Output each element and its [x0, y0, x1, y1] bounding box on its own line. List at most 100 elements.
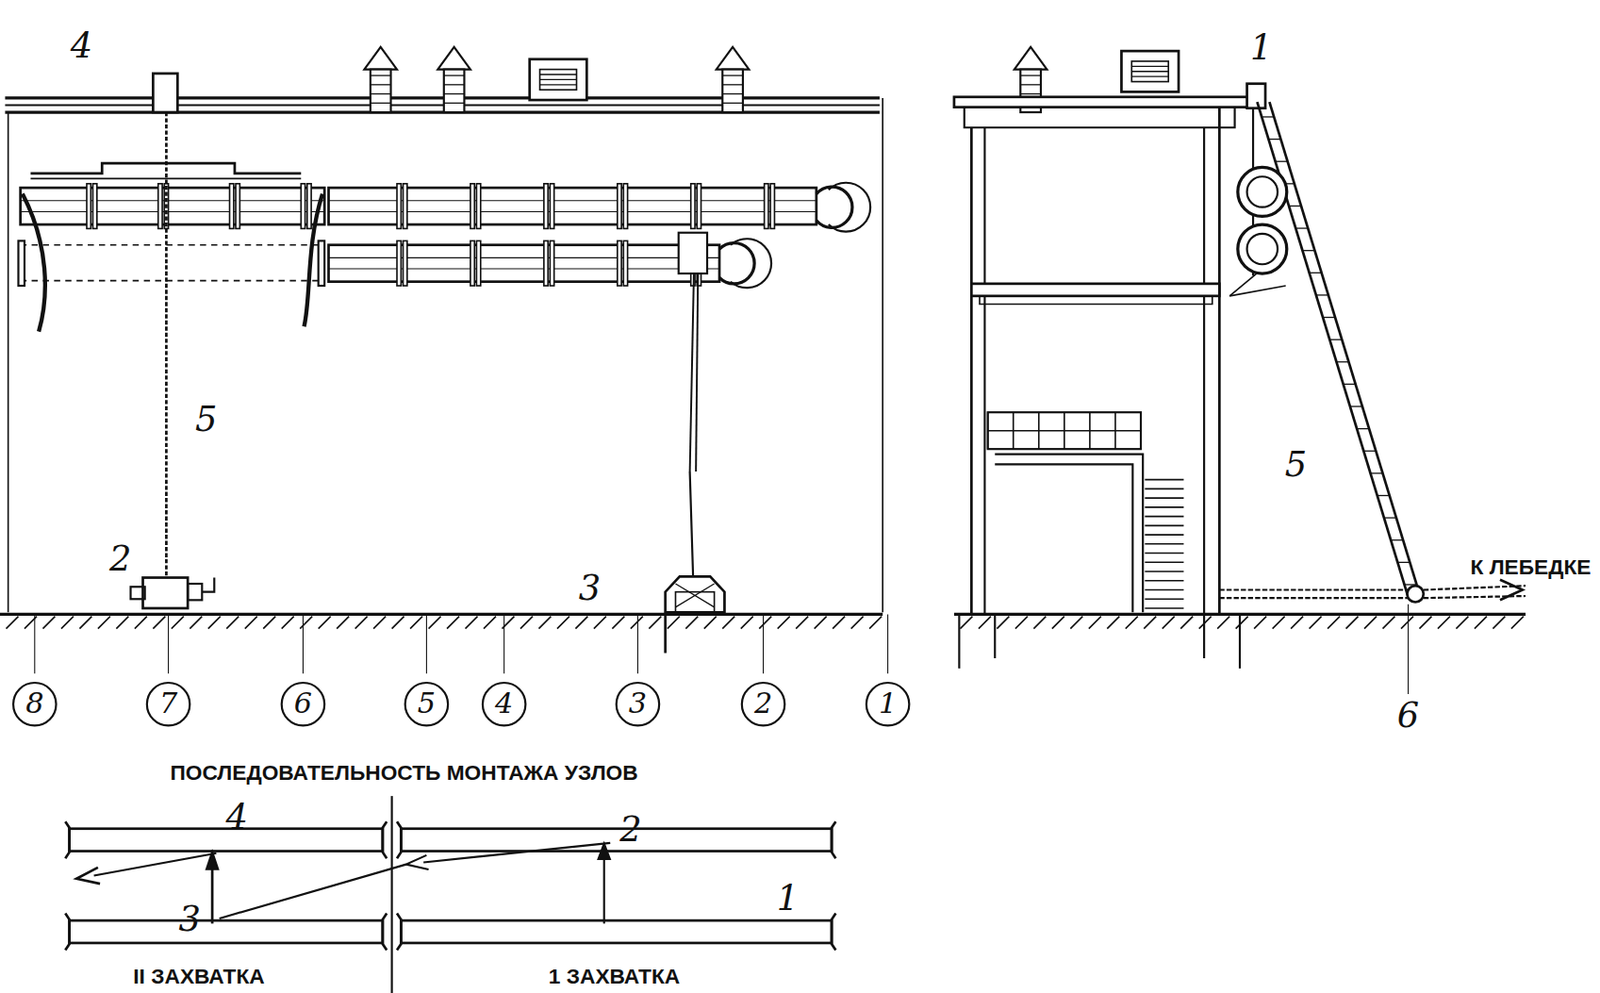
- ground-hatch: [557, 616, 570, 629]
- arrowhead: [76, 867, 100, 884]
- ground-hatch: [777, 616, 791, 629]
- zone-label: II ЗАХВАТКА: [132, 964, 264, 987]
- ground-hatch: [593, 616, 607, 629]
- ground-hatch: [1253, 616, 1267, 629]
- arrowhead: [597, 842, 611, 859]
- stair-step: [1144, 488, 1184, 491]
- sequence-flange: [396, 913, 401, 951]
- ladder-rung: [1350, 405, 1363, 407]
- sequence-number: 1: [776, 880, 799, 916]
- sequence-arrow: [423, 842, 611, 863]
- ladder-rung: [1322, 316, 1336, 318]
- stair-step: [1144, 560, 1184, 563]
- ladder-rung: [1377, 494, 1390, 496]
- ladder-rung: [1329, 339, 1342, 341]
- pipe-joint: [617, 183, 622, 230]
- floor-slab: [971, 283, 1220, 297]
- roof-beam: [964, 107, 1236, 129]
- ground-hatch: [1327, 616, 1340, 629]
- mast-head: [152, 73, 178, 113]
- roof-lantern: [1131, 70, 1169, 72]
- pipe: [20, 187, 326, 225]
- ground-hatch: [996, 616, 1009, 629]
- ground-hatch: [1364, 616, 1377, 629]
- axis-bubble: 7: [146, 681, 192, 727]
- ground-hatch: [1346, 616, 1359, 629]
- roof-lantern: [540, 73, 578, 75]
- ground-hatch: [1492, 616, 1505, 629]
- ground-hatch: [1106, 616, 1120, 629]
- axis-bubble: 6: [280, 681, 327, 727]
- ground-hatch: [758, 616, 772, 629]
- sequence-flange: [382, 821, 387, 858]
- sequence-number: 2: [619, 810, 642, 846]
- pipe: [329, 268, 721, 270]
- ladder-rung: [1390, 539, 1403, 541]
- pipe-joint: [470, 183, 475, 230]
- column: [1203, 127, 1205, 614]
- ladder-rung: [1261, 115, 1274, 117]
- callout-number: 5: [1285, 446, 1307, 482]
- ground-hatch: [1052, 616, 1065, 629]
- pipe-joint: [396, 183, 401, 230]
- ground-hatch: [299, 616, 313, 629]
- ground-hatch: [1418, 616, 1432, 629]
- axis-number: 2: [754, 690, 773, 719]
- axis-bubble: 2: [741, 681, 787, 727]
- ground-hatch: [814, 616, 827, 629]
- pipe-bend: [828, 182, 871, 232]
- pipe-joint: [691, 183, 695, 230]
- axis-bubble: 1: [865, 681, 911, 727]
- door-frame: [994, 454, 1143, 613]
- foundation: [1238, 613, 1241, 668]
- wall: [7, 112, 10, 612]
- callout-number: 2: [109, 541, 132, 577]
- ground-hatch: [1015, 616, 1028, 629]
- roof-ventilator: [370, 83, 392, 85]
- pipe-flange: [17, 240, 24, 286]
- brace: [1229, 285, 1287, 297]
- ground-hatch: [392, 616, 405, 629]
- ground-hatch: [5, 616, 18, 629]
- pipe-joint: [396, 240, 401, 286]
- ground-hatch: [1070, 616, 1083, 629]
- hoist-rope: [164, 112, 168, 597]
- axis-number: 4: [494, 690, 513, 719]
- ground-hatch: [263, 616, 276, 629]
- ground-hatch: [1125, 616, 1139, 629]
- pipe-joint: [770, 183, 775, 230]
- ground-hatch: [1088, 616, 1102, 629]
- roof-ventilator: [722, 102, 743, 104]
- ground-hatch: [869, 616, 882, 629]
- axis-line: [762, 613, 764, 674]
- ground-hatch: [355, 616, 368, 629]
- sequence-pipe: [400, 828, 832, 852]
- roof-ventilator: [370, 102, 392, 104]
- column: [983, 127, 986, 614]
- pipe: [329, 245, 721, 282]
- pipe-joint: [86, 183, 91, 230]
- axis-line: [167, 613, 169, 674]
- ground-hatch: [959, 616, 973, 629]
- ladder-rung: [1336, 361, 1349, 363]
- roof-ventilator: [1020, 93, 1041, 95]
- ground-hatch: [1383, 616, 1396, 629]
- pipe: [20, 280, 326, 282]
- ladder-rung: [1370, 472, 1384, 474]
- sequence-arrow: [94, 853, 217, 876]
- roof-ventilator: [444, 74, 465, 76]
- floor-beam: [979, 296, 1213, 305]
- ground-hatch: [722, 616, 735, 629]
- axis-line: [887, 613, 889, 674]
- ground-hatch: [611, 616, 625, 629]
- roof-ventilator: [444, 69, 465, 113]
- pipe-joint: [403, 240, 408, 286]
- winch-handle: [201, 577, 215, 593]
- ground-hatch: [667, 616, 680, 629]
- ground-hatch: [1437, 616, 1451, 629]
- hoist-rope: [695, 273, 698, 472]
- ground-hatch: [115, 616, 129, 629]
- roof: [4, 96, 880, 99]
- stair-step: [1144, 589, 1184, 592]
- ground-hatch: [42, 616, 55, 629]
